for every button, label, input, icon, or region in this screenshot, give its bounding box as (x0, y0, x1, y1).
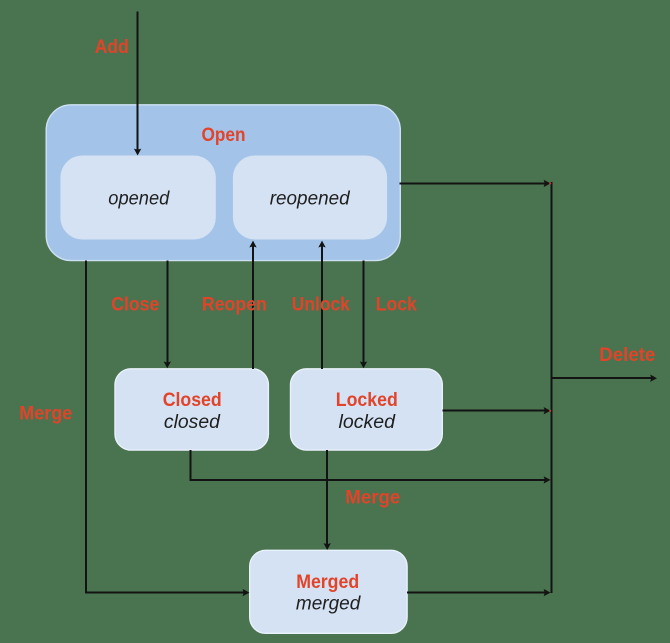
svg-text:reopened: reopened (270, 189, 351, 210)
svg-text:Unlock: Unlock (292, 294, 350, 316)
svg-text:Reopen: Reopen (202, 294, 267, 316)
svg-text:locked: locked (339, 412, 397, 433)
svg-text:Delete: Delete (599, 344, 655, 366)
svg-text:Closed: Closed (163, 389, 222, 411)
svg-text:Merged: Merged (296, 571, 359, 593)
svg-text:Close: Close (111, 294, 159, 316)
svg-text:Merge: Merge (345, 487, 400, 509)
svg-text:Add: Add (95, 36, 129, 58)
svg-text:Open: Open (202, 124, 246, 146)
svg-text:Locked: Locked (336, 389, 398, 411)
svg-text:Lock: Lock (376, 294, 417, 316)
svg-text:merged: merged (296, 593, 362, 614)
svg-text:opened: opened (108, 189, 170, 210)
svg-text:Merge: Merge (19, 402, 72, 424)
svg-text:closed: closed (164, 412, 221, 433)
